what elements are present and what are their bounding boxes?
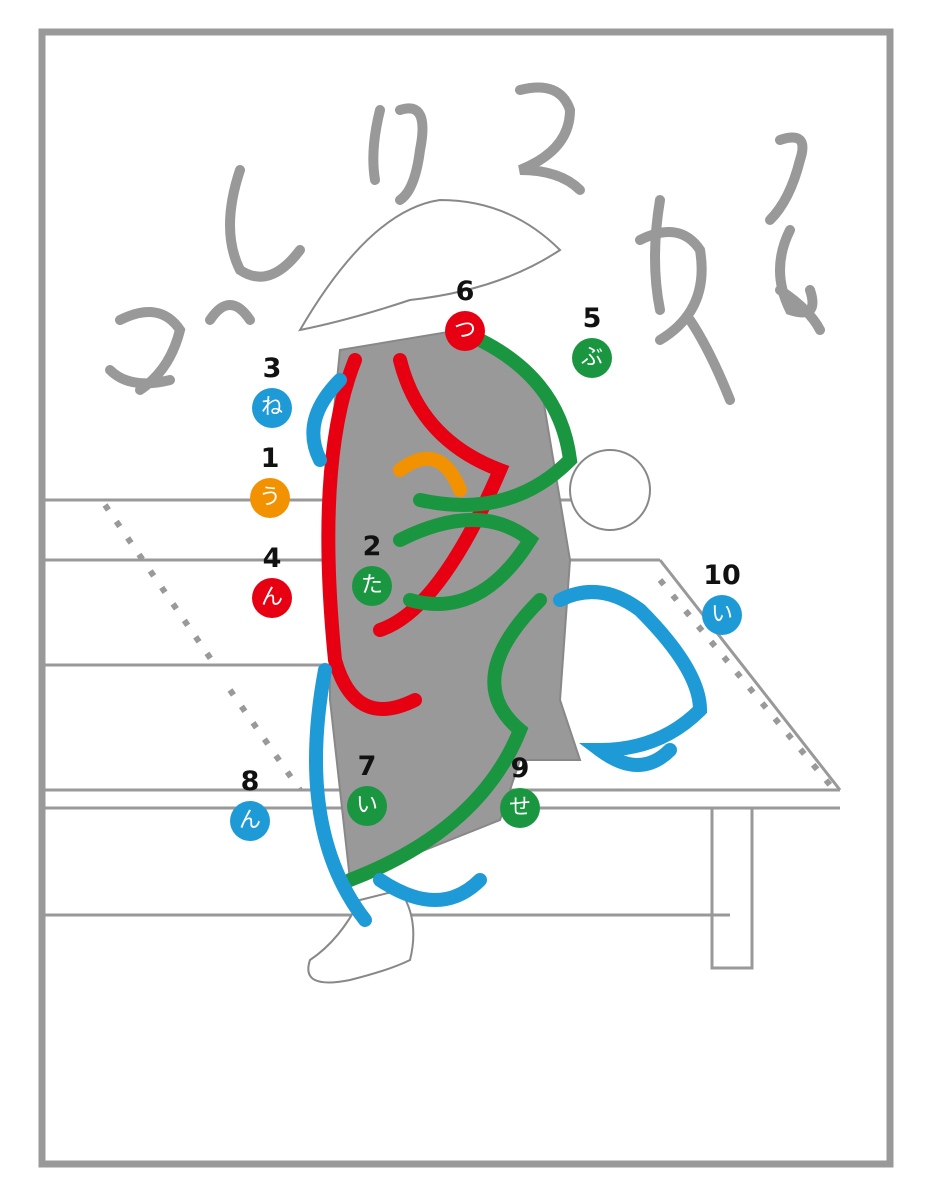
marker-number: 4 bbox=[262, 543, 282, 574]
marker-number: 1 bbox=[260, 443, 280, 474]
marker-number: 9 bbox=[510, 753, 530, 784]
kana-badge: た bbox=[352, 566, 392, 606]
colored-strokes bbox=[306, 333, 708, 927]
marker-number: 6 bbox=[455, 276, 475, 307]
foot bbox=[307, 888, 415, 984]
marker-number: 7 bbox=[357, 751, 377, 782]
kana-badge: せ bbox=[500, 788, 540, 828]
kana-badge: ぶ bbox=[572, 338, 612, 378]
kana-badge: ん bbox=[252, 578, 292, 618]
hat bbox=[298, 198, 562, 332]
kana-badge: い bbox=[702, 595, 742, 635]
kana-badge: い bbox=[347, 786, 387, 826]
table bbox=[44, 498, 842, 970]
marker-number: 8 bbox=[240, 766, 260, 797]
marker-number: 3 bbox=[262, 353, 282, 384]
frame bbox=[38, 28, 894, 1168]
marker-number: 10 bbox=[703, 560, 741, 591]
gong bbox=[569, 449, 651, 531]
kana-badge: ね bbox=[252, 388, 292, 428]
marker-number: 5 bbox=[582, 303, 602, 334]
calligraphy bbox=[105, 82, 825, 405]
marker-10: 10 い bbox=[700, 561, 744, 635]
kana-badge: つ bbox=[445, 311, 485, 351]
kana-badge: う bbox=[250, 478, 290, 518]
kana-badge: ん bbox=[230, 801, 270, 841]
marker-number: 2 bbox=[362, 531, 382, 562]
